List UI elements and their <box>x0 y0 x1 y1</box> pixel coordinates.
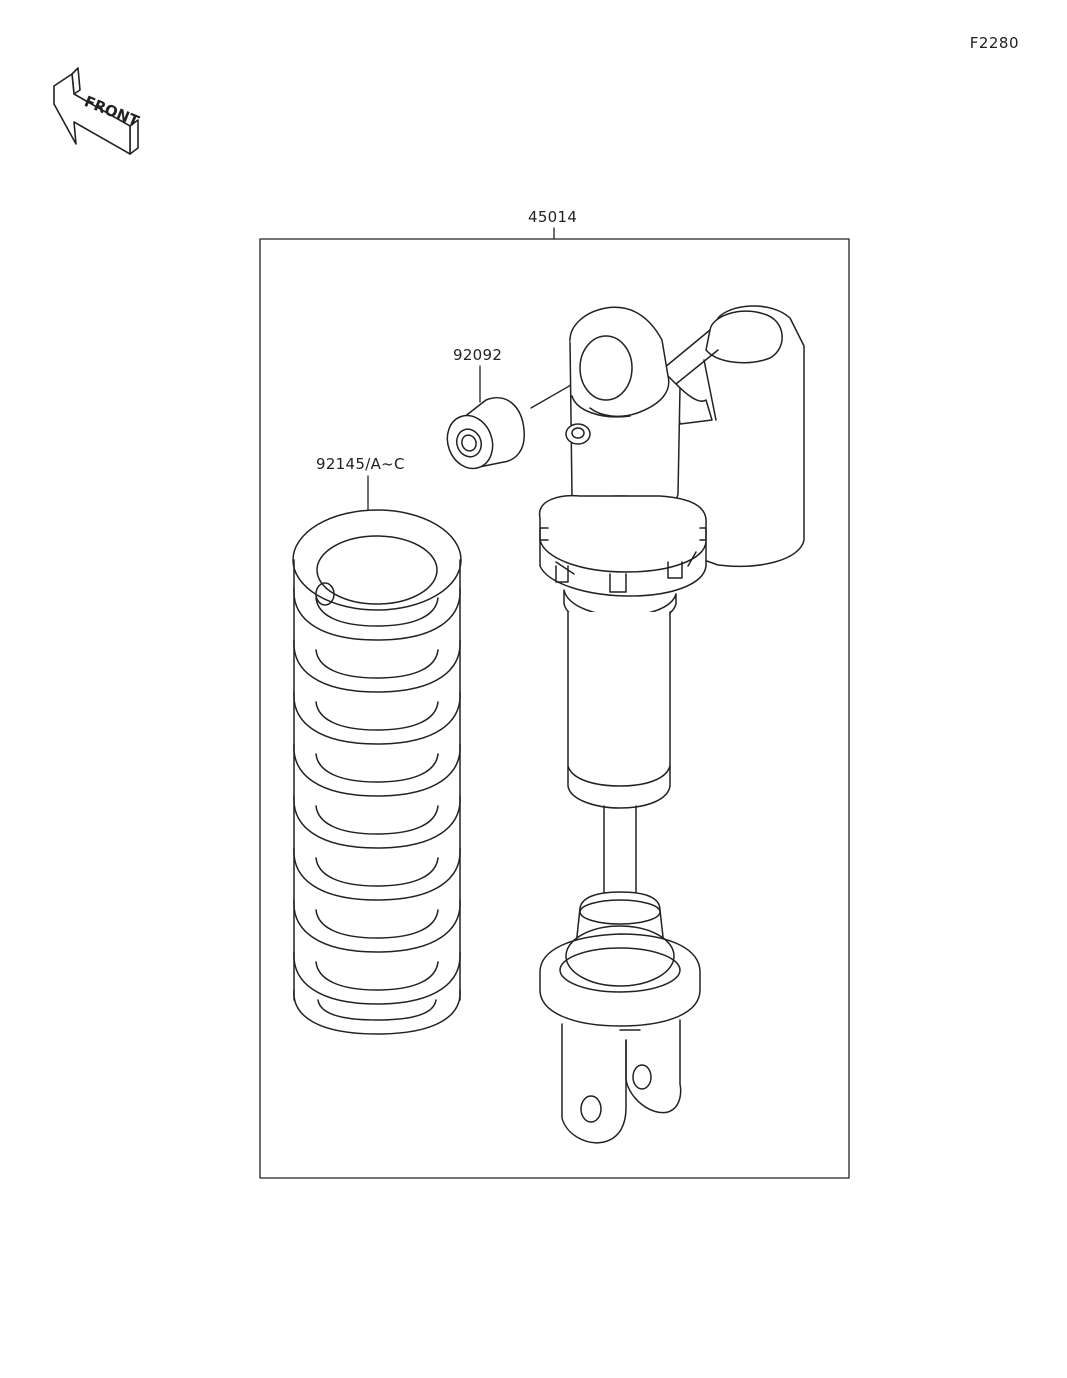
page-code: F2280 <box>969 34 1019 52</box>
front-direction-arrow-icon: FRONT <box>53 67 142 155</box>
assembly-part-number: 45014 <box>528 208 578 226</box>
coil-spring-drawing <box>292 475 462 1035</box>
bushing-part-number: 92092 <box>453 346 503 364</box>
shock-absorber-drawing <box>539 305 805 1144</box>
spring-part-number: 92145/A~C <box>316 455 405 473</box>
